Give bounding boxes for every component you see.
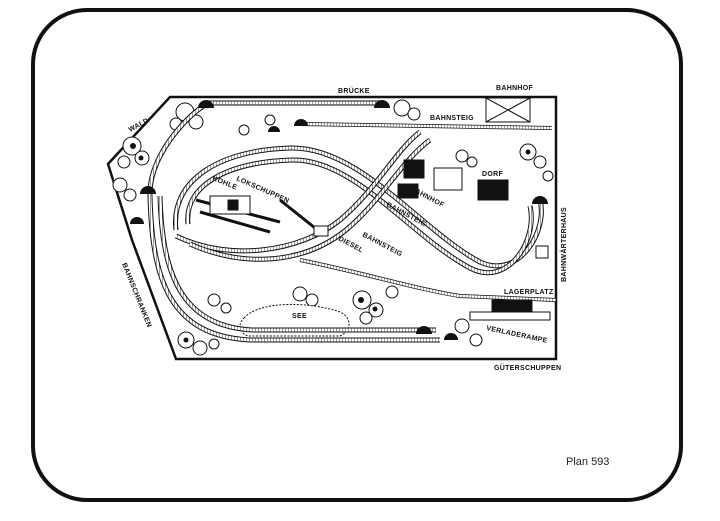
tracks: [147, 100, 557, 343]
scenery-dark-foliage: [130, 143, 531, 343]
label-bruecke: BRÜCKE: [338, 86, 370, 95]
plan-caption: Plan 593: [566, 456, 610, 468]
label-dorf: DORF: [482, 171, 503, 178]
label-bahnwaerterhaus: BAHNWÄRTERHAUS: [560, 207, 568, 282]
label-lagerplatz: LAGERPLATZ: [504, 289, 554, 296]
label-gueterschuppen: GÜTERSCHUPPEN: [494, 363, 561, 372]
label-see: SEE: [292, 313, 307, 320]
tunnel-portals: [130, 100, 548, 340]
buildings: [209, 97, 551, 321]
label-bahnhof-top: BAHNHOF: [496, 85, 534, 92]
label-bahnsteig-top: BAHNSTEIG: [430, 115, 474, 122]
